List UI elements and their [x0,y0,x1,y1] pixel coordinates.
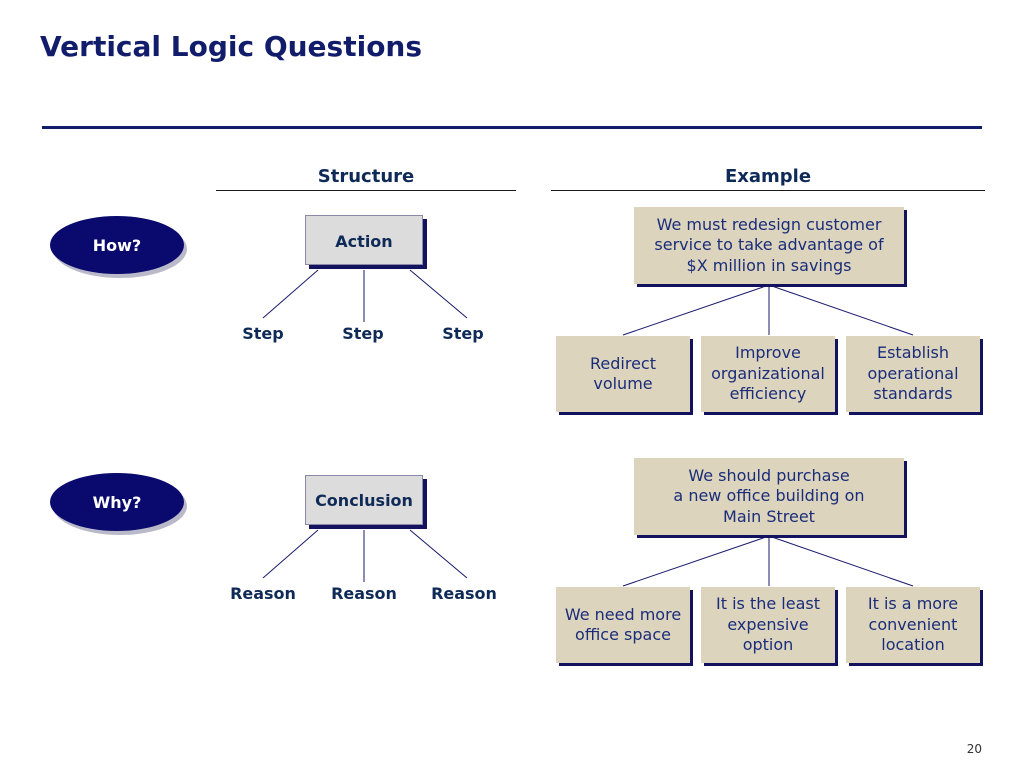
how-example-top-box: We must redesign customer service to tak… [634,207,904,284]
how-example-child-3: Establish operational standards [846,336,980,412]
conclusion-box: Conclusion [305,475,423,525]
why-example-top-box: We should purchase a new office building… [634,458,904,535]
how-example-connector-right [768,284,914,336]
why-question-oval: Why? [50,473,184,531]
structure-column-header: Structure [317,166,415,187]
why-example-child-1: We need more office space [556,587,690,663]
how-example-child-1: Redirect volume [556,336,690,412]
example-column-rule [551,190,985,191]
reason-label-1: Reason [230,584,296,603]
reason-label-2: Reason [331,584,397,603]
example-column-header: Example [724,166,812,187]
why-example-connector-left [622,535,770,587]
step-label-1: Step [242,324,284,343]
reason-label-3: Reason [431,584,497,603]
page-number: 20 [966,742,982,756]
how-example-child-2: Improve organizational efficiency [701,336,835,412]
how-example-connector-left [622,284,770,336]
how-question-oval: How? [50,216,184,274]
why-example-child-3: It is a more convenient location [846,587,980,663]
why-structure-connector-right [409,529,468,579]
step-label-3: Step [442,324,484,343]
step-label-2: Step [342,324,384,343]
why-structure-connector-left [262,529,319,579]
why-example-child-2: It is the least expensive option [701,587,835,663]
how-structure-connector-left [262,269,319,319]
title-divider [42,126,982,129]
how-structure-connector-right [409,269,468,319]
why-example-connector-right [768,535,914,587]
slide-title: Vertical Logic Questions [40,30,423,63]
structure-column-rule [216,190,516,191]
action-box: Action [305,215,423,265]
